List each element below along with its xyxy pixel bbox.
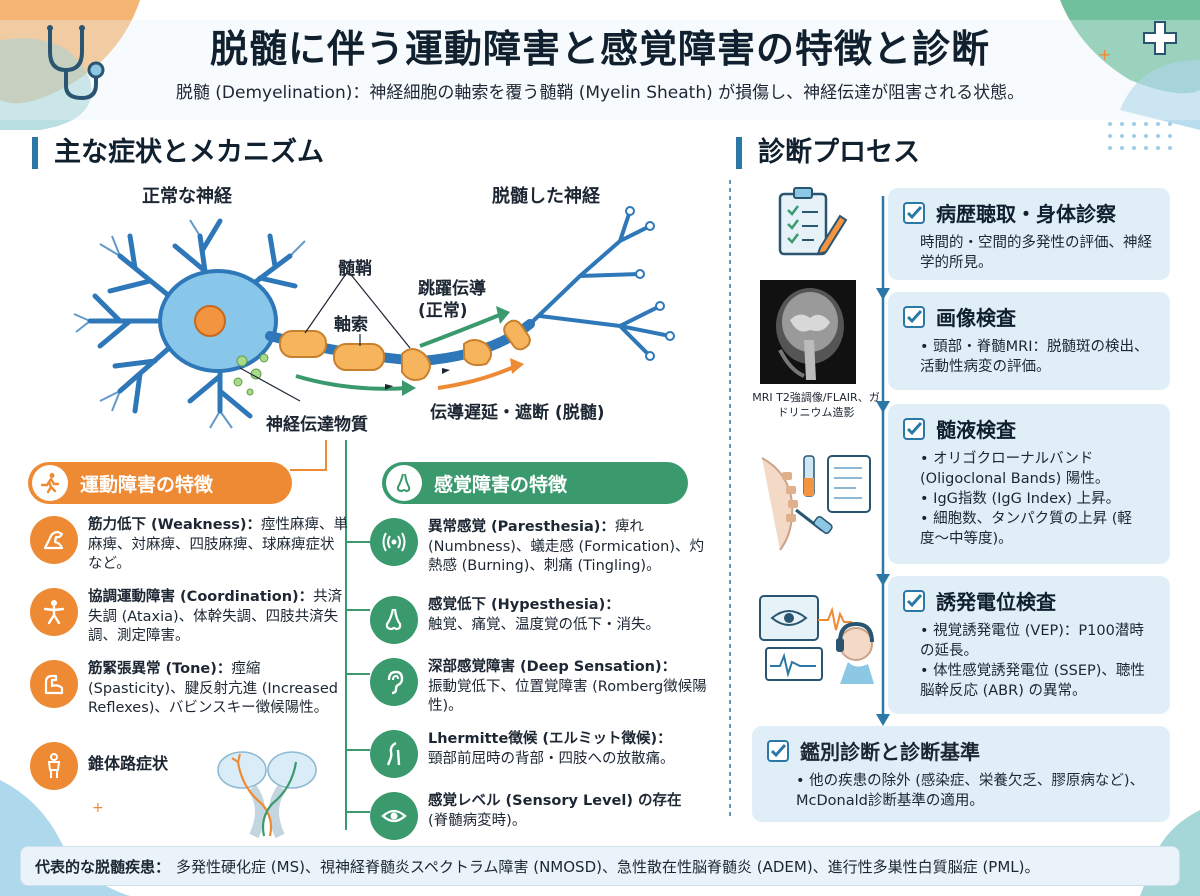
tingling-hand-icon bbox=[370, 518, 418, 566]
motor-item: 筋力低下 (Weakness)：痙性麻痺、単麻痺、対麻痺、四肢麻痺、球麻痺症状な… bbox=[30, 516, 348, 575]
mri-scan-image bbox=[760, 280, 856, 384]
sensory-item: 異常感覚 (Paresthesia)：痺れ (Numbness)、蟻走感 (Fo… bbox=[370, 518, 710, 577]
mri-caption: MRI T2強調像/FLAIR、ガドリニウム造影 bbox=[752, 391, 880, 419]
svg-text:+: + bbox=[92, 800, 104, 816]
motor-item: 協調運動障害 (Coordination)：共済失調 (Ataxia)、体幹失調… bbox=[30, 588, 348, 647]
normal-nerve-label: 正常な神経 bbox=[142, 186, 232, 207]
diagnosis-flow-arrow bbox=[876, 196, 890, 726]
evoked-potential-illustration bbox=[759, 595, 874, 684]
checkbox-icon bbox=[903, 201, 925, 224]
sensory-heading: 感覚障害の特徴 bbox=[382, 462, 688, 504]
flexed-arm-icon bbox=[30, 516, 78, 564]
axon-terminals bbox=[528, 209, 672, 358]
checkbox-icon bbox=[903, 589, 925, 612]
sensory-heading-text: 感覚障害の特徴 bbox=[434, 473, 568, 496]
sensory-item: 感覚低下 (Hypesthesia)：触覚、痛覚、温度覚の低下・消失。 bbox=[370, 596, 710, 644]
demyelinated-nerve-label: 脱髄した神経 bbox=[492, 186, 600, 207]
differential-diagnosis-box: 鑑別診断と診断基準 • 他の疾患の除外 (感染症、栄養欠乏、膠原病など)、McD… bbox=[752, 726, 1170, 822]
conduction-delay-label: 伝導遅延・遮断 (脱髄) bbox=[430, 403, 605, 423]
category-connectors bbox=[290, 440, 370, 830]
neck-flex-icon bbox=[370, 730, 418, 778]
footer-text: 多発性硬化症 (MS)、視神経脊髄炎スペクトラム障害 (NMOSD)、急性散在性… bbox=[176, 857, 1040, 876]
diagnosis-step: 病歴聴取・身体診察 時間的・空間的多発性の評価、神経学的所見。 bbox=[888, 188, 1170, 280]
diagnosis-step: 誘発電位検査 • 視覚誘発電位 (VEP)：P100潜時の延長。 • 体性感覚誘… bbox=[888, 576, 1170, 714]
diagnosis-step: 髄液検査 • オリゴクローナルバンド (Oligoclonal Bands) 陽… bbox=[888, 404, 1170, 564]
footer-diseases: 代表的な脱髄疾患： 多発性硬化症 (MS)、視神経脊髄炎スペクトラム障害 (NM… bbox=[20, 846, 1180, 886]
checkbox-icon bbox=[903, 305, 925, 328]
ear-icon bbox=[370, 658, 418, 706]
sensory-item: 感覚レベル (Sensory Level) の存在(脊髄病変時)。 bbox=[370, 792, 710, 840]
checkbox-icon bbox=[767, 739, 789, 762]
medical-cross-icon bbox=[1143, 21, 1177, 55]
myelin-label: 髄鞘 bbox=[338, 259, 372, 279]
arm-tone-icon bbox=[30, 660, 78, 708]
motor-item: 筋緊張異常 (Tone)：痙縮 (Spasticity)、腱反射亢進 (Incr… bbox=[30, 660, 348, 719]
motor-item: 錐体路症状 bbox=[30, 742, 200, 790]
page-title: 脱髄に伴う運動障害と感覚障害の特徴と診断 bbox=[209, 27, 990, 71]
running-person-icon bbox=[32, 465, 68, 501]
saltatory-conduction-label: 跳躍伝導 (正常) bbox=[418, 279, 486, 321]
balance-person-icon bbox=[30, 588, 78, 636]
checkbox-icon bbox=[903, 417, 925, 440]
footer-label: 代表的な脱髄疾患： bbox=[35, 857, 171, 876]
nose-icon bbox=[386, 465, 422, 501]
motor-heading-text: 運動障害の特徴 bbox=[80, 473, 214, 496]
section-title-diagnosis: 診断プロセス bbox=[736, 137, 920, 169]
sensory-item: Lhermitte徴候 (エルミット徴候)：頸部前屈時の背部・四肢への放散痛。 bbox=[370, 730, 710, 778]
pyramidal-tract-illustration bbox=[217, 751, 317, 839]
neurotransmitter-label: 神経伝達物質 bbox=[266, 415, 368, 435]
motor-heading: 運動障害の特徴 bbox=[28, 462, 292, 504]
neuron-diagram bbox=[73, 206, 675, 429]
body-figure-icon bbox=[30, 742, 78, 790]
column-divider bbox=[729, 180, 731, 820]
stethoscope-icon bbox=[47, 25, 105, 101]
diagnosis-step: 画像検査 • 頭部・脊髄MRI：脱髄斑の検出、活動性病変の評価。 bbox=[888, 292, 1170, 390]
eye-icon bbox=[370, 792, 418, 840]
clipboard-icon bbox=[778, 187, 848, 256]
lumbar-puncture-illustration bbox=[761, 455, 871, 551]
page-subtitle: 脱髄 (Demyelination)：神経細胞の軸索を覆う髄鞘 (Myelin … bbox=[175, 83, 1025, 103]
axon-label: 軸索 bbox=[334, 315, 368, 335]
sensory-item: 深部感覚障害 (Deep Sensation)：振動覚低下、位置覚障害 (Rom… bbox=[370, 658, 710, 717]
section-title-symptoms: 主な症状とメカニズム bbox=[32, 137, 324, 169]
nose-icon bbox=[370, 596, 418, 644]
